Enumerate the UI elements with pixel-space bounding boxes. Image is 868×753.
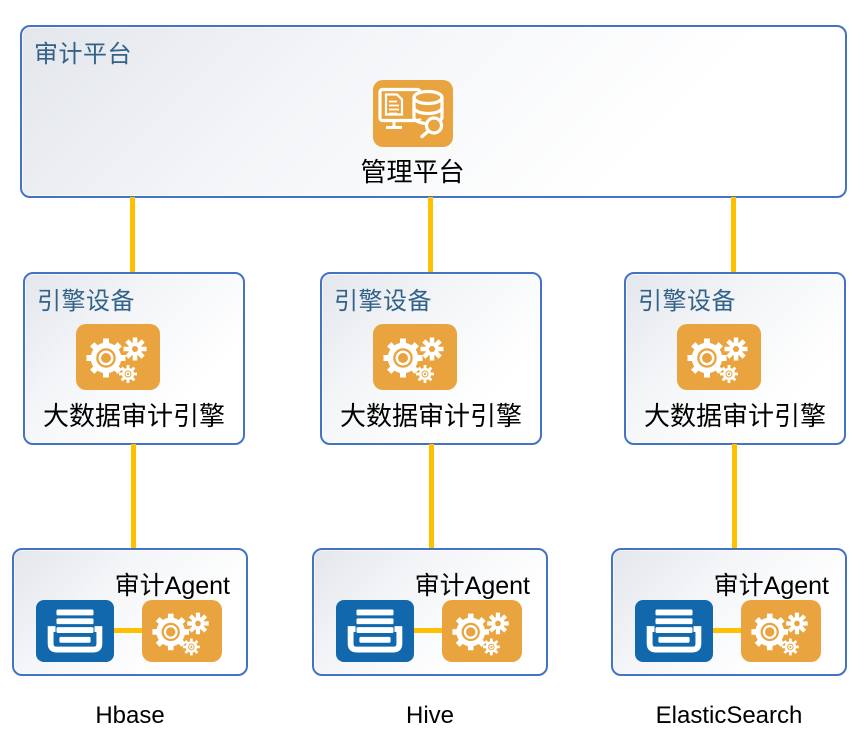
connector-engine-agent-2 bbox=[429, 444, 434, 549]
datasource-label-hive: Hive bbox=[405, 702, 454, 729]
log-stack-tray-icon bbox=[635, 600, 713, 662]
audit-agent-box-1: 审计Agent bbox=[12, 548, 248, 676]
gears-icon bbox=[142, 600, 222, 662]
engine-device-title: 引擎设备 bbox=[37, 288, 135, 315]
engine-device-box-2: 引擎设备 大数据审计引擎 bbox=[320, 272, 542, 445]
connector-agent-internal bbox=[114, 628, 142, 633]
connector-platform-engine-3 bbox=[731, 197, 736, 274]
big-data-audit-engine-label: 大数据审计引擎 bbox=[643, 401, 826, 431]
gears-icon bbox=[677, 324, 761, 390]
gears-icon bbox=[76, 324, 160, 390]
connector-agent-internal bbox=[713, 628, 741, 633]
big-data-audit-engine-label: 大数据审计引擎 bbox=[42, 401, 225, 431]
datasource-label-hbase: Hbase bbox=[95, 702, 165, 729]
management-platform-label: 管理平台 bbox=[360, 157, 465, 187]
big-data-audit-engine-label: 大数据审计引擎 bbox=[339, 401, 522, 431]
connector-engine-agent-3 bbox=[732, 444, 737, 549]
log-stack-tray-icon bbox=[336, 600, 414, 662]
engine-device-title: 引擎设备 bbox=[638, 288, 736, 315]
audit-agent-label: 审计Agent bbox=[114, 572, 230, 600]
datasource-label-elasticsearch: ElasticSearch bbox=[655, 702, 803, 729]
engine-device-box-1: 引擎设备 大数据审计引擎 bbox=[23, 272, 245, 445]
connector-agent-internal bbox=[414, 628, 442, 633]
connector-platform-engine-1 bbox=[130, 197, 135, 274]
audit-agent-box-3: 审计Agent bbox=[611, 548, 847, 676]
connector-engine-agent-1 bbox=[131, 444, 136, 549]
management-platform-node: 管理平台 bbox=[360, 80, 465, 189]
audit-agent-label: 审计Agent bbox=[414, 572, 530, 600]
gears-icon bbox=[741, 600, 821, 662]
engine-device-box-3: 引擎设备 大数据审计引擎 bbox=[624, 272, 846, 445]
connector-platform-engine-2 bbox=[428, 197, 433, 274]
audit-platform-title: 审计平台 bbox=[34, 41, 132, 68]
engine-device-title: 引擎设备 bbox=[334, 288, 432, 315]
audit-platform-box: 审计平台 管理平台 bbox=[20, 25, 847, 198]
monitor-database-search-icon bbox=[372, 80, 453, 147]
audit-agent-box-2: 审计Agent bbox=[312, 548, 548, 676]
log-stack-tray-icon bbox=[36, 600, 114, 662]
gears-icon bbox=[442, 600, 522, 662]
audit-agent-label: 审计Agent bbox=[713, 572, 829, 600]
gears-icon bbox=[373, 324, 457, 390]
